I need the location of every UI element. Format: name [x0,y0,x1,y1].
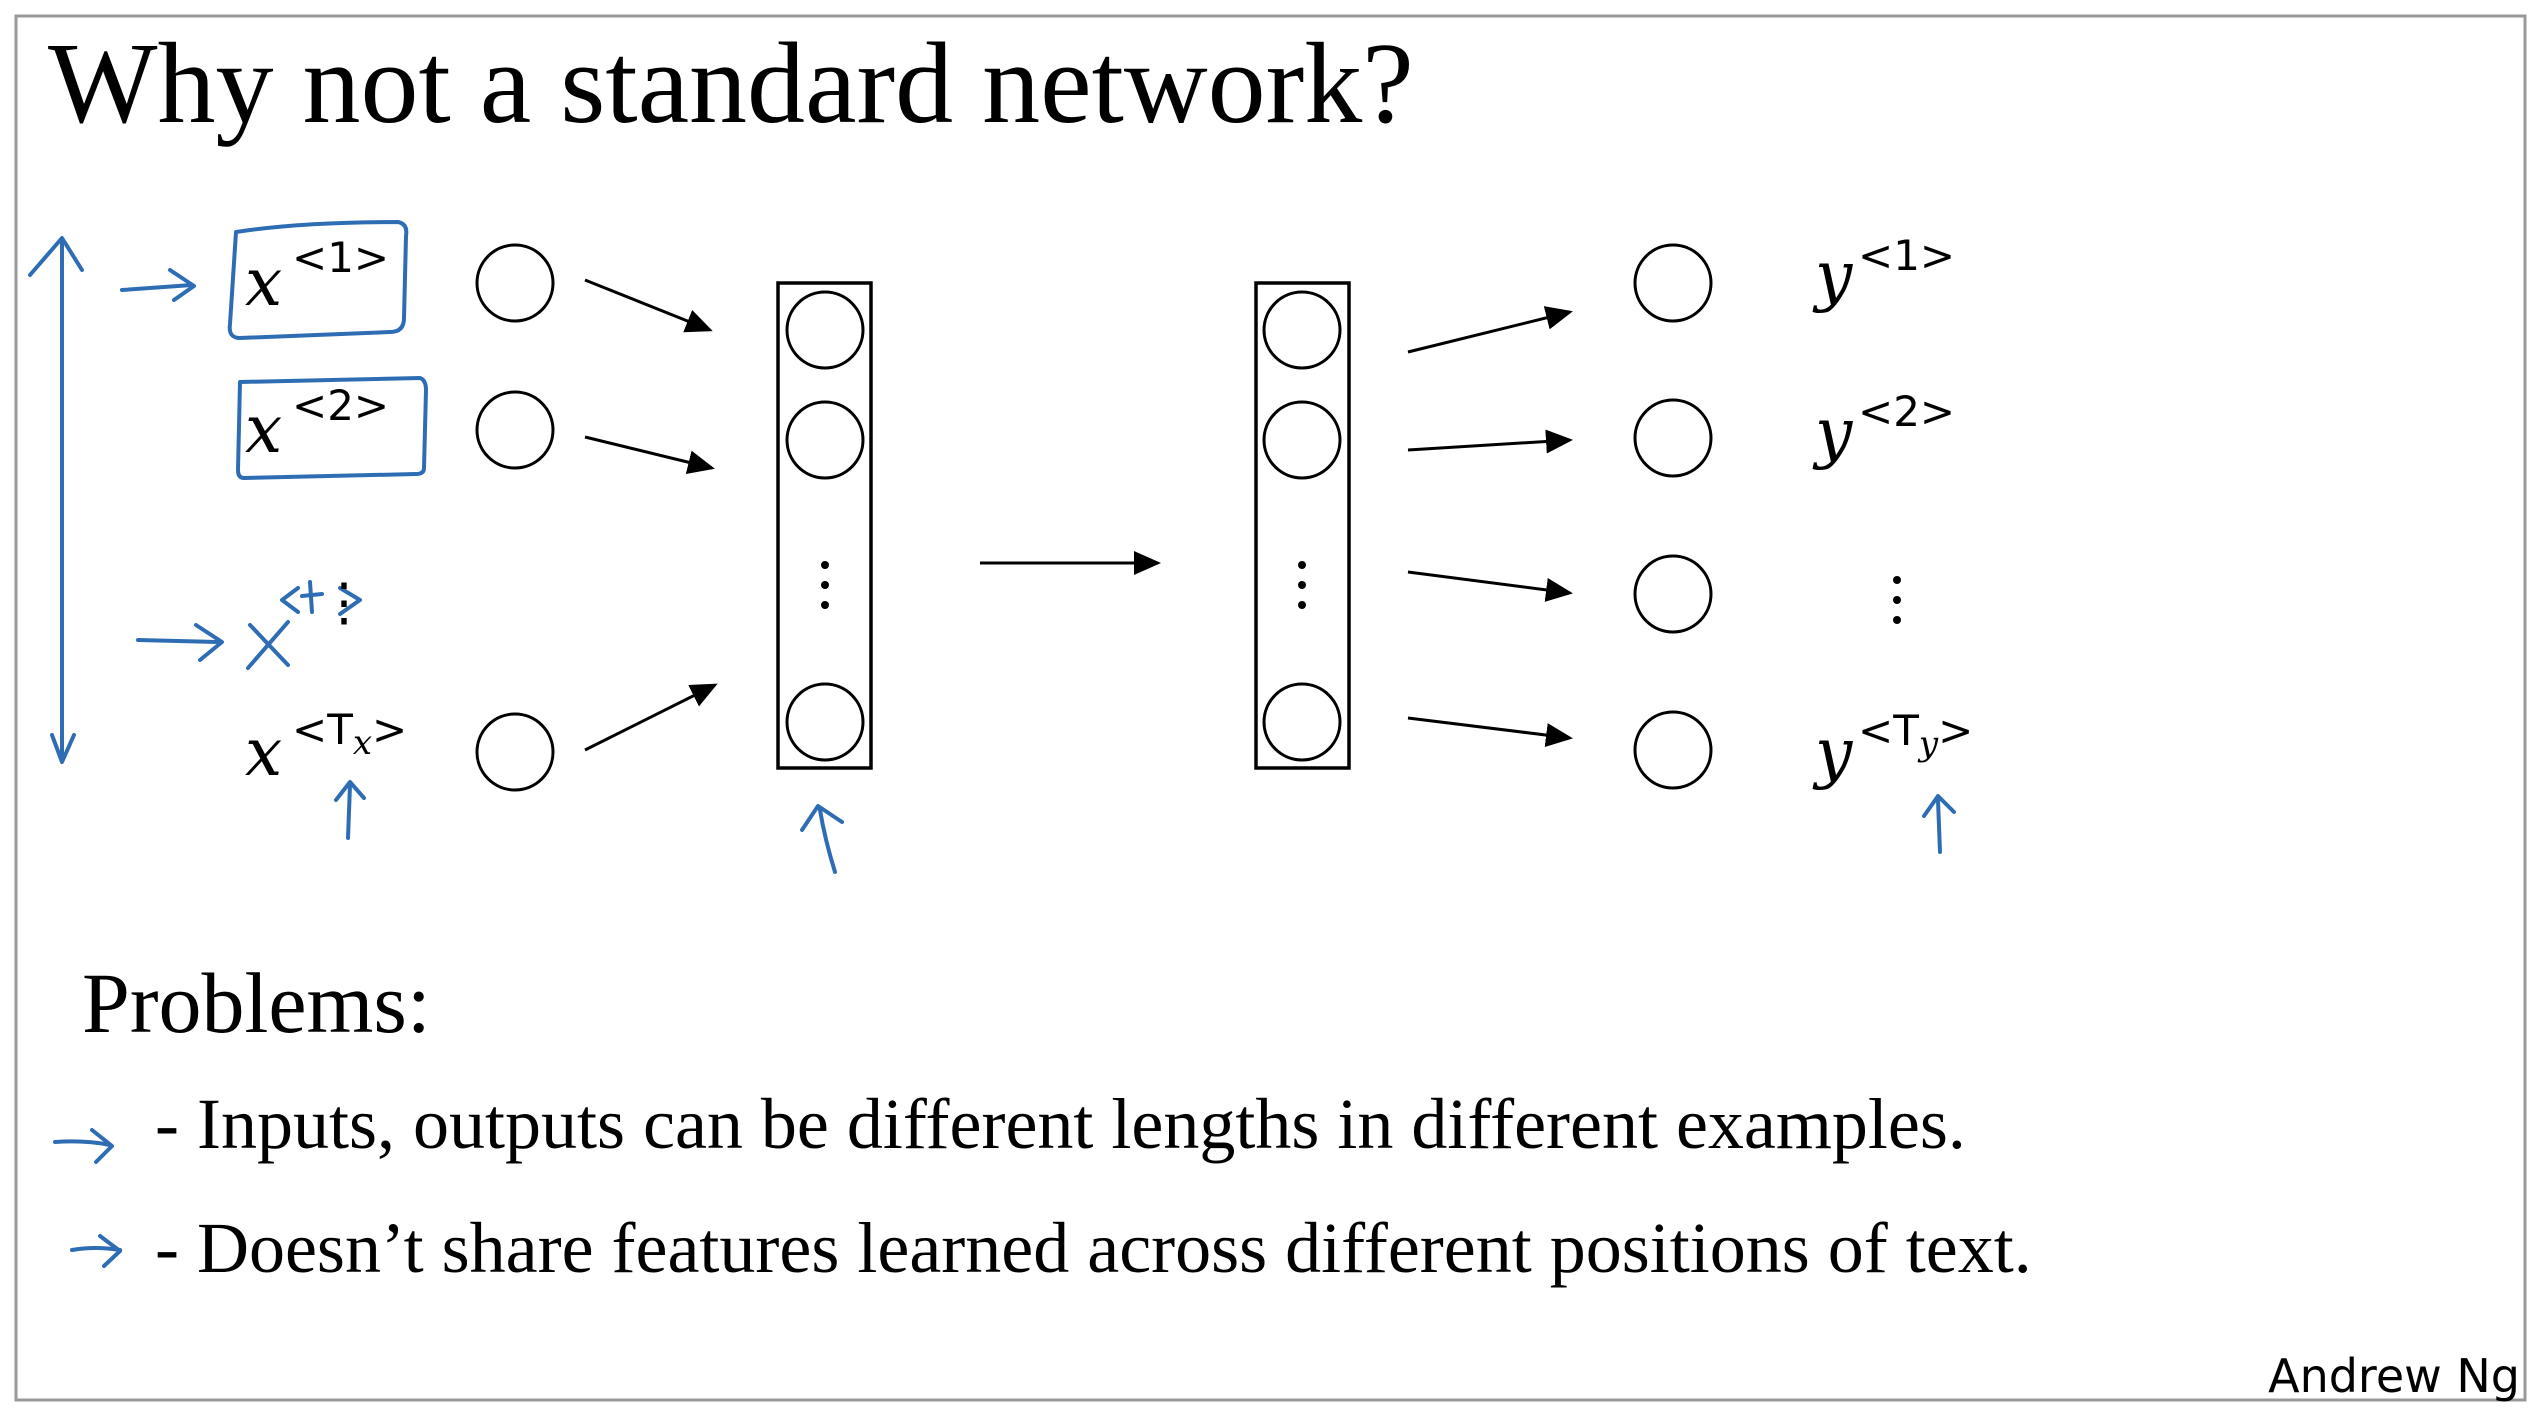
svg-text:y: y [1812,394,1853,471]
input-label-2: x <2> [245,381,389,468]
output-ellipsis [1893,576,1901,624]
input-node-tx [475,712,555,792]
input-node-2 [475,390,555,470]
output-label-ty: y <Ty> [1812,706,1973,791]
svg-text:x: x [245,714,282,791]
slide-border [14,14,2527,1402]
arrow-output-2 [1407,429,1573,454]
bullet-arrow-1 [53,1139,112,1147]
input-label-tx: x <Tx> [245,705,407,791]
output-label-2: y <2> [1812,387,1955,471]
problem-item-2: - Doesn’t share features learned across … [155,1208,2032,1288]
arrow-output-3 [1407,570,1573,602]
pointer-arrow-tx [346,783,352,840]
pointer-arrow-xt [136,638,220,644]
arrow-input-2 [584,435,715,474]
handwritten-annotations [28,220,1956,1268]
highlight-box-x2 [236,376,428,480]
arrow-output-1 [1407,306,1573,354]
svg-text:y: y [1812,714,1853,791]
output-node-3 [1633,554,1713,634]
svg-text:x: x [245,244,282,321]
hidden-layer-1 [776,281,873,770]
arrow-input-tx [584,683,718,752]
input-node-1 [475,243,555,323]
output-label-1: y <1> [1812,231,1955,314]
arrow-output-ty [1407,716,1573,747]
pointer-arrow-hidden [818,808,837,874]
svg-text:<2>: <2> [1858,387,1955,436]
pointer-arrow-x1 [120,283,194,292]
svg-text:<Tx>: <Tx> [292,705,407,763]
pointer-arrow-ty [1936,798,1942,854]
svg-text:y: y [1812,237,1853,314]
output-node-2 [1633,398,1713,478]
arrow-input-1 [584,278,713,333]
highlight-box-x1 [227,220,409,340]
input-label-1: x <1> [245,233,389,321]
output-node-1 [1633,243,1713,323]
svg-text:<1>: <1> [292,233,389,282]
svg-text:<2>: <2> [292,381,389,430]
problems-heading: Problems: [82,955,431,1051]
bullet-arrow-2 [70,1246,122,1252]
hidden-layer-2 [1254,281,1351,770]
problem-item-1: - Inputs, outputs can be different lengt… [155,1084,1966,1164]
svg-text:<Ty>: <Ty> [1858,706,1973,764]
slide-title: Why not a standard network? [48,20,1414,148]
svg-text:<1>: <1> [1858,231,1955,280]
output-node-ty [1633,710,1713,790]
svg-text:x: x [245,391,282,468]
handwritten-dots: ⋮ [318,573,370,633]
author-credit: Andrew Ng [2268,1349,2520,1403]
